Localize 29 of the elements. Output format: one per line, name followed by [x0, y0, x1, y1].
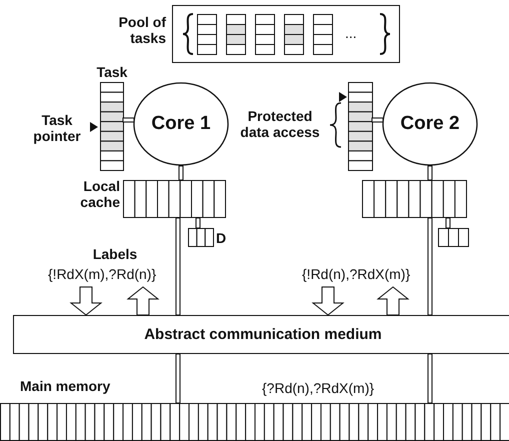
block-arrow	[126, 286, 160, 316]
connector	[196, 218, 200, 228]
connector	[428, 354, 432, 404]
connector	[178, 166, 184, 180]
connector	[372, 118, 384, 122]
ellipsis: ...	[345, 25, 358, 41]
labels-heading: Labels	[92, 246, 138, 262]
connector	[122, 118, 134, 122]
pool-heading: Pool of tasks	[118, 14, 166, 46]
connector	[176, 354, 180, 404]
label-set: {!RdX(m),?Rd(n)}	[48, 266, 158, 282]
connector	[176, 218, 180, 316]
cache-heading: Local cache	[79, 178, 120, 210]
connector	[446, 218, 450, 228]
core-label: Core 2	[399, 113, 461, 135]
stack-heading: Task	[96, 64, 128, 80]
block-arrow	[70, 286, 102, 316]
label-set: {!Rd(n),?RdX(m)}	[302, 266, 412, 282]
medium-label: Abstract communication medium	[143, 326, 383, 342]
memory-heading: Main memory	[20, 378, 112, 394]
pointer-label: Task pointer	[32, 112, 82, 144]
access-label: Protected data access	[239, 108, 321, 140]
block-arrow	[376, 286, 410, 316]
label-set: {?Rd(n),?RdX(m)}	[262, 380, 376, 396]
connector	[428, 166, 432, 180]
block-arrow	[312, 286, 344, 316]
buffer-heading: D	[216, 230, 228, 246]
connector	[428, 218, 432, 316]
core-label: Core 1	[150, 113, 212, 135]
